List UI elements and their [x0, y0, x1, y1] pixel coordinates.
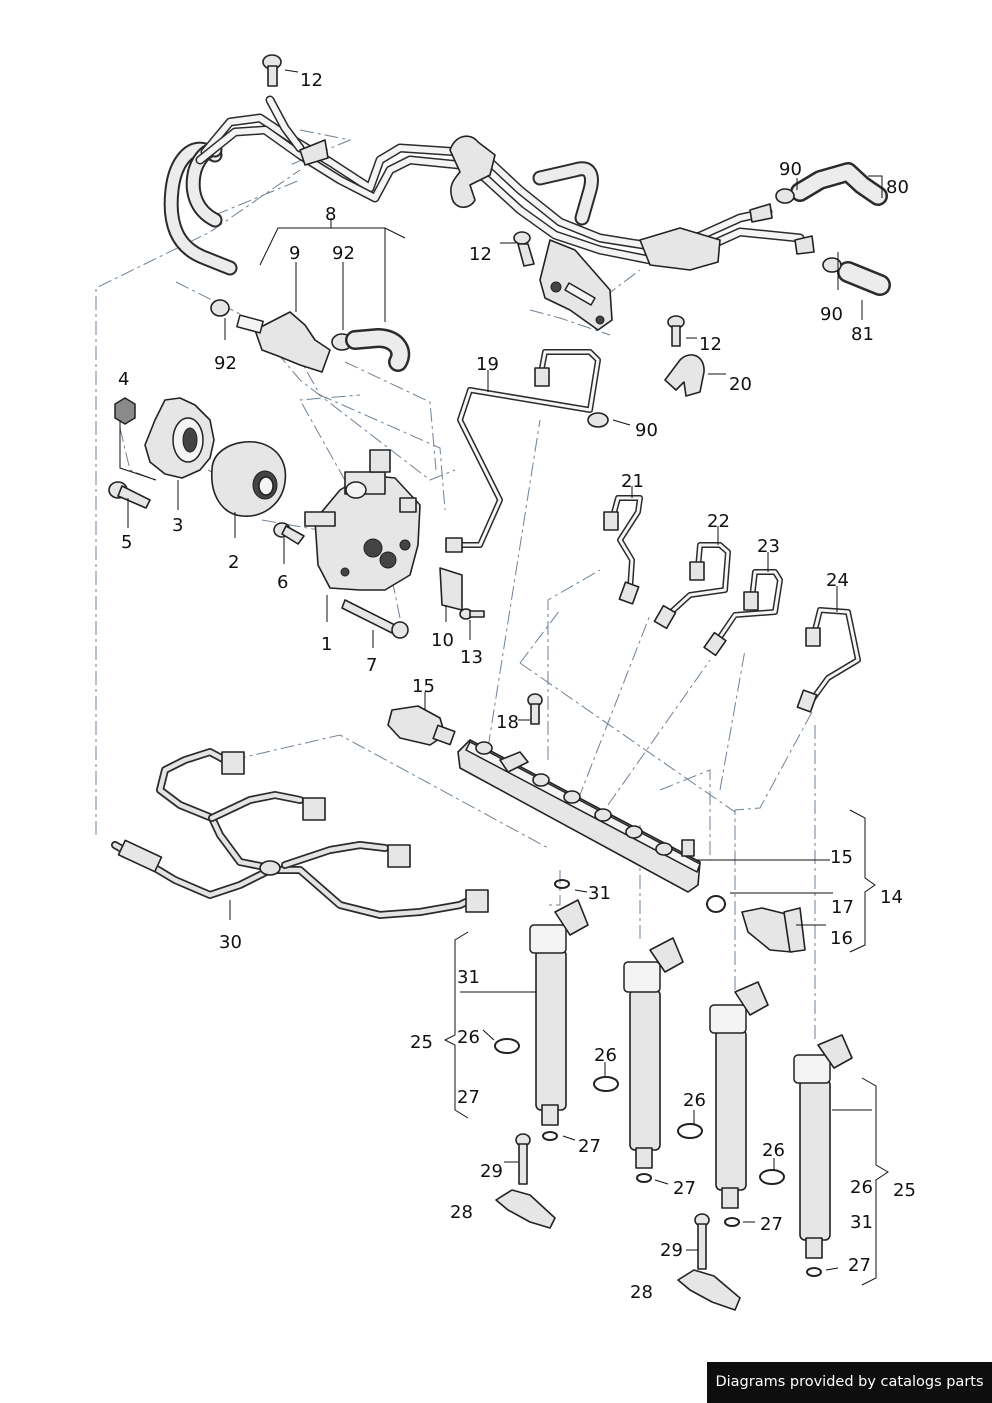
label-30: 30	[219, 932, 242, 953]
label-27-d: 27	[848, 1255, 871, 1276]
label-81: 81	[851, 324, 874, 345]
label-26-b: 26	[594, 1045, 617, 1066]
wiring-harness-30	[111, 748, 489, 919]
connector-fitting-2	[794, 235, 815, 255]
label-29-b: 29	[660, 1240, 683, 1261]
pressure-regulator-16	[741, 907, 806, 953]
label-31-left: 31	[457, 967, 480, 988]
fuel-return-line-assembly	[163, 95, 805, 331]
injector-1	[529, 899, 589, 1126]
label-31-right: 31	[850, 1212, 873, 1233]
plate-10	[439, 567, 463, 611]
injector-line-24	[796, 607, 861, 713]
bolt-12-right	[667, 315, 685, 347]
label-90-top: 90	[779, 159, 802, 180]
label-6: 6	[277, 572, 288, 593]
clamp-28-a	[495, 1189, 556, 1229]
high-pressure-pump-1	[304, 449, 421, 591]
label-22: 22	[707, 511, 730, 532]
label-27-left: 27	[457, 1087, 480, 1108]
label-14: 14	[880, 887, 903, 908]
leader-lines	[119, 69, 889, 1286]
label-12-right: 12	[699, 334, 722, 355]
label-7: 7	[366, 655, 377, 676]
injector-line-22	[653, 542, 731, 630]
bolt-13	[459, 608, 485, 620]
hose-80	[790, 162, 888, 206]
label-21: 21	[621, 471, 644, 492]
bracket-20	[664, 354, 705, 397]
hose-elbow	[345, 328, 411, 372]
label-9: 9	[289, 243, 300, 264]
bolt-6	[273, 522, 305, 545]
o-ring-17	[706, 895, 726, 913]
clamp-28-b	[677, 1269, 741, 1311]
label-29-a: 29	[480, 1161, 503, 1182]
label-3: 3	[172, 515, 183, 536]
hose-clamps-90	[587, 188, 842, 428]
bolt-18	[527, 693, 543, 725]
bolt-29-a	[515, 1133, 531, 1185]
pressure-sensor-15	[387, 705, 456, 746]
label-25-right: 25	[893, 1180, 916, 1201]
label-27-c: 27	[760, 1214, 783, 1235]
injector-3	[709, 981, 769, 1209]
o-rings-26	[494, 1038, 785, 1185]
bolt-12-top	[262, 54, 282, 87]
fuel-rail-14	[457, 739, 701, 893]
label-27-b: 27	[673, 1178, 696, 1199]
bolt-5	[108, 481, 151, 509]
part-number-labels: 12 8 9 92 12 90 80 90 81 92 12 20 4 19 9…	[118, 70, 916, 1303]
bolt-29-b	[694, 1213, 710, 1270]
label-18: 18	[496, 712, 519, 733]
label-2: 2	[228, 552, 239, 573]
label-15-right: 15	[830, 847, 853, 868]
label-19: 19	[476, 354, 499, 375]
connector-fitting	[749, 203, 773, 223]
seals-27-31	[542, 879, 822, 1277]
label-26-c: 26	[683, 1090, 706, 1111]
injector-4	[793, 1034, 853, 1259]
label-13: 13	[460, 647, 483, 668]
connector-9	[236, 311, 331, 373]
label-16: 16	[830, 928, 853, 949]
label-92-top: 92	[332, 243, 355, 264]
injector-line-21	[603, 495, 643, 605]
hose-81	[837, 261, 891, 296]
label-23: 23	[757, 536, 780, 557]
label-20: 20	[729, 374, 752, 395]
pressure-line-19	[445, 349, 601, 553]
label-10: 10	[431, 630, 454, 651]
label-26-d: 26	[762, 1140, 785, 1161]
bolt-12-mid	[513, 231, 535, 267]
label-80: 80	[886, 177, 909, 198]
label-92-left: 92	[214, 353, 237, 374]
label-90-mid: 90	[635, 420, 658, 441]
label-27-a: 27	[578, 1136, 601, 1157]
label-17: 17	[831, 897, 854, 918]
hub-2	[211, 440, 287, 517]
footer-credit: Diagrams provided by catalogs parts	[707, 1362, 992, 1403]
label-31-top: 31	[588, 883, 611, 904]
label-24: 24	[826, 570, 849, 591]
label-5: 5	[121, 532, 132, 553]
label-90-right: 90	[820, 304, 843, 325]
label-12-mid: 12	[469, 244, 492, 265]
label-26-a: 26	[457, 1027, 480, 1048]
gear-3	[144, 397, 215, 479]
label-26-right: 26	[850, 1177, 873, 1198]
bolt-7	[341, 599, 409, 639]
nut-4	[114, 397, 136, 425]
label-28-a: 28	[450, 1202, 473, 1223]
label-4: 4	[118, 369, 129, 390]
injector-2	[623, 937, 684, 1169]
label-25-left: 25	[410, 1032, 433, 1053]
label-8: 8	[325, 204, 336, 225]
label-12-top: 12	[300, 70, 323, 91]
injector-line-23	[703, 569, 783, 657]
label-15-left: 15	[412, 676, 435, 697]
label-28-b: 28	[630, 1282, 653, 1303]
label-1: 1	[321, 634, 332, 655]
